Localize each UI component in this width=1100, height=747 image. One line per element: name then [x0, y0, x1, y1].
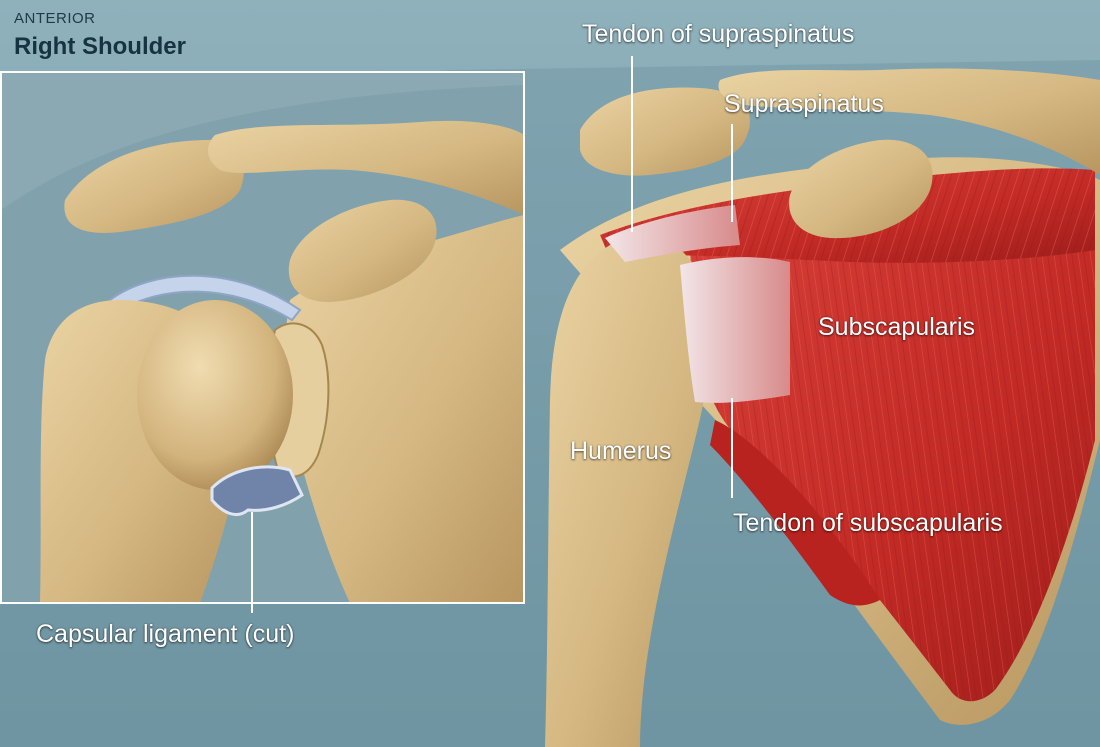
- label-humerus: Humerus: [570, 437, 672, 465]
- supraspinatus-tendon: [605, 205, 740, 262]
- inset-panel: [0, 71, 525, 613]
- view-label: ANTERIOR: [14, 10, 96, 27]
- humeral-head-inset: [137, 300, 293, 490]
- label-subscapularis: Subscapularis: [818, 313, 976, 341]
- subscapularis-tendon: [680, 257, 790, 403]
- capsular-ligament: [210, 465, 304, 516]
- figure-title: Right Shoulder: [14, 33, 186, 60]
- label-tendon-of-supraspinatus: Tendon of supraspinatus: [582, 20, 855, 48]
- scapula-inset: [285, 215, 524, 603]
- right-panel-illustration: [545, 56, 1100, 747]
- articular-cartilage: [108, 274, 302, 322]
- acromion-right: [580, 87, 750, 176]
- label-supraspinatus: Supraspinatus: [724, 90, 884, 118]
- coracoid-right: [789, 139, 933, 239]
- subscapularis-fibers: [690, 194, 1095, 702]
- lower-muscle-band: [710, 420, 880, 606]
- clavicle-right: [718, 68, 1100, 175]
- label-tendon-of-subscapularis: Tendon of subscapularis: [733, 509, 1003, 537]
- coracoid-inset: [288, 199, 437, 303]
- humerus-right: [545, 236, 712, 747]
- acromion-inset: [64, 140, 244, 233]
- clavicle-inset: [208, 120, 524, 215]
- label-capsular-ligament: Capsular ligament (cut): [36, 620, 295, 648]
- inset-frame: [0, 71, 525, 604]
